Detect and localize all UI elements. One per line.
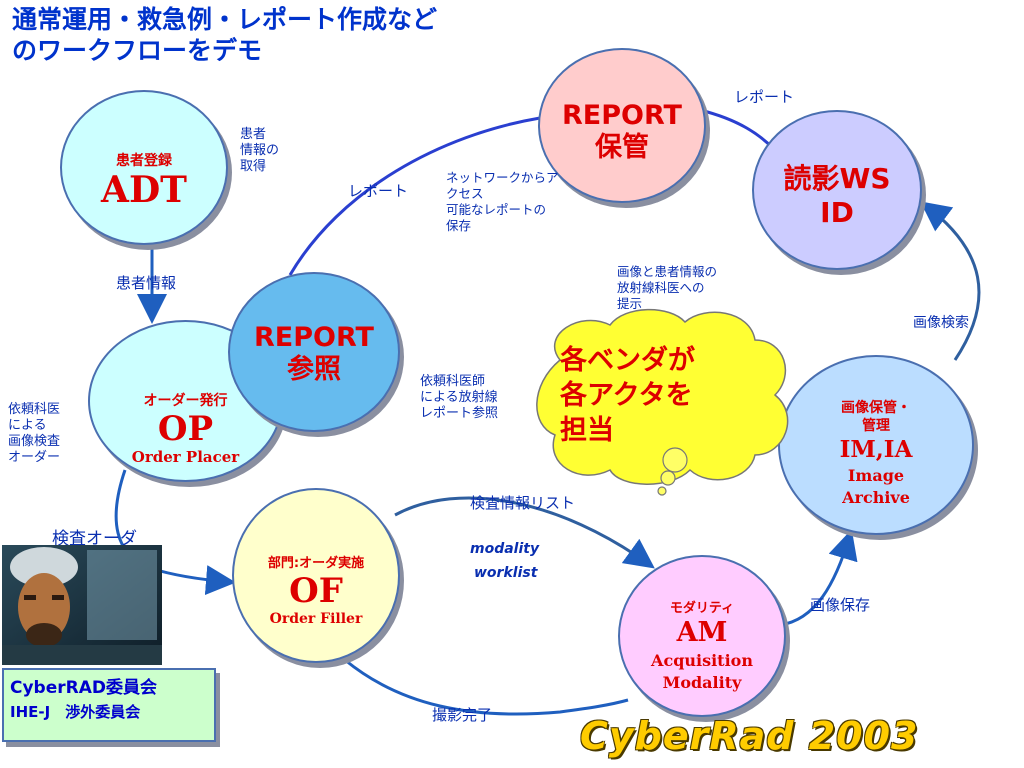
adt-sub-label: 患者登録 bbox=[116, 153, 172, 169]
report-ref-line2: 参照 bbox=[287, 354, 341, 385]
image-present-line-2: 放射線科医への bbox=[617, 280, 705, 295]
network-access-label: ネットワークからア クセス 可能なレポートの 保存 bbox=[446, 170, 559, 234]
image-save-label: 画像保存 bbox=[810, 596, 871, 614]
op-full-label: Order Placer bbox=[131, 448, 240, 466]
of-node[interactable]: 部門:オーダ実施 OF Order Filler bbox=[232, 488, 400, 663]
reading-ws-line1: 読影WS bbox=[783, 162, 891, 195]
bubble-line-2: 各アクタを bbox=[560, 380, 693, 411]
ima-main-label: IM,IA bbox=[839, 436, 913, 463]
image-patient-present-label: 画像と患者情報の 放射線科医への 提示 bbox=[617, 264, 717, 312]
dept-order-line-1: 依頼科医 bbox=[8, 402, 61, 417]
modality-worklist-label: modality worklist bbox=[470, 537, 539, 585]
am-main-label: AM bbox=[676, 617, 728, 648]
vendor-bubble-text: 各ベンダが 各アクタを 担当 bbox=[560, 343, 695, 448]
ima-full-label-2: Archive bbox=[842, 488, 910, 507]
modality-worklist-line-1: modality bbox=[470, 541, 540, 557]
patient-info-get-line-1: 患者 bbox=[240, 127, 267, 142]
exam-order-label: 検査オーダ bbox=[52, 529, 137, 549]
report-store-line2: 保管 bbox=[595, 132, 649, 163]
modality-worklist-line-2: worklist bbox=[474, 565, 538, 581]
req-doctor-line-3: レポート参照 bbox=[420, 406, 499, 421]
adt-main-label: ADT bbox=[101, 169, 187, 211]
of-main-label: OF bbox=[289, 571, 343, 611]
title-line-2: のワークフローをデモ bbox=[12, 36, 263, 65]
dept-order-line-3: 画像検査 bbox=[8, 434, 61, 449]
dept-order-line-2: による bbox=[8, 418, 47, 433]
network-access-line-1: ネットワークからア bbox=[446, 170, 559, 185]
exam-info-list-label: 検査情報リスト bbox=[470, 494, 576, 512]
network-access-line-2: クセス bbox=[446, 186, 484, 201]
network-access-line-3: 可能なレポートの bbox=[446, 202, 547, 217]
patient-info-get-label: 患者 情報の 取得 bbox=[240, 127, 279, 175]
title-line-1: 通常運用・救急例・レポート作成など bbox=[12, 5, 438, 34]
am-sub-label: モダリティ bbox=[669, 601, 735, 616]
reading-ws-node[interactable]: 読影WS ID bbox=[752, 110, 922, 270]
patient-info-get-line-2: 情報の bbox=[240, 143, 280, 158]
am-node[interactable]: モダリティ AM Acquisition Modality bbox=[618, 555, 786, 717]
req-doctor-line-1: 依頼科医師 bbox=[420, 374, 486, 389]
ima-sub-label-2: 管理 bbox=[862, 418, 890, 434]
committee-line-2: IHE-J 渉外委員会 bbox=[10, 703, 141, 721]
req-doctor-line-2: による放射線 bbox=[420, 390, 498, 405]
arrow-image-search bbox=[920, 201, 981, 361]
report-label-left: レポート bbox=[348, 182, 409, 200]
op-sub-label: オーダー発行 bbox=[143, 393, 228, 409]
network-access-line-4: 保存 bbox=[446, 218, 472, 233]
patient-info-label: 患者情報 bbox=[116, 274, 177, 292]
bubble-line-1: 各ベンダが bbox=[560, 345, 695, 376]
page-title: 通常運用・救急例・レポート作成など のワークフローをデモ bbox=[12, 4, 437, 66]
bubble-line-3: 担当 bbox=[560, 415, 614, 446]
patient-info-get-line-3: 取得 bbox=[240, 159, 267, 174]
am-full-label-2: Modality bbox=[662, 673, 742, 692]
adt-node[interactable]: 患者登録 ADT bbox=[60, 90, 228, 245]
logo-text: CyberRad 2003 bbox=[580, 714, 919, 758]
committee-box: CyberRAD委員会 IHE-J 渉外委員会 bbox=[2, 668, 216, 742]
image-present-line-1: 画像と患者情報の bbox=[617, 264, 718, 279]
dept-order-label: 依頼科医 による 画像検査 オーダー bbox=[8, 402, 60, 466]
image-present-line-3: 提示 bbox=[617, 296, 643, 311]
ima-sub-label-1: 画像保管・ bbox=[841, 400, 911, 416]
arc-shooting-done bbox=[344, 658, 629, 716]
arrow-exam-info-list bbox=[394, 496, 655, 569]
req-doctor-report-label: 依頼科医師 による放射線 レポート参照 bbox=[420, 374, 498, 422]
dept-order-line-4: オーダー bbox=[8, 450, 61, 465]
of-full-label: Order Filler bbox=[269, 611, 363, 627]
shooting-done-label: 撮影完了 bbox=[432, 706, 493, 724]
report-label-top: レポート bbox=[734, 88, 795, 106]
cyberrad-logo: CyberRad 2003 bbox=[580, 714, 950, 764]
report-ref-node[interactable]: REPORT 参照 bbox=[228, 272, 400, 432]
op-main-label: OP bbox=[157, 409, 214, 449]
arc-store-to-ws bbox=[699, 108, 777, 152]
reading-ws-line2: ID bbox=[820, 196, 854, 229]
report-ref-line1: REPORT bbox=[254, 322, 374, 353]
doctor-photo bbox=[2, 545, 162, 665]
am-full-label-1: Acquisition bbox=[651, 651, 753, 670]
ima-full-label-1: Image bbox=[847, 466, 905, 485]
vendor-bubble-shape bbox=[536, 308, 789, 496]
committee-line-1: CyberRAD委員会 bbox=[10, 678, 157, 698]
report-store-node[interactable]: REPORT 保管 bbox=[538, 48, 706, 203]
arc-report-ref-to-store bbox=[288, 116, 541, 276]
image-search-label: 画像検索 bbox=[913, 315, 969, 331]
of-sub-label: 部門:オーダ実施 bbox=[267, 556, 365, 571]
arrow-image-save bbox=[779, 529, 858, 627]
report-store-line1: REPORT bbox=[562, 100, 682, 131]
